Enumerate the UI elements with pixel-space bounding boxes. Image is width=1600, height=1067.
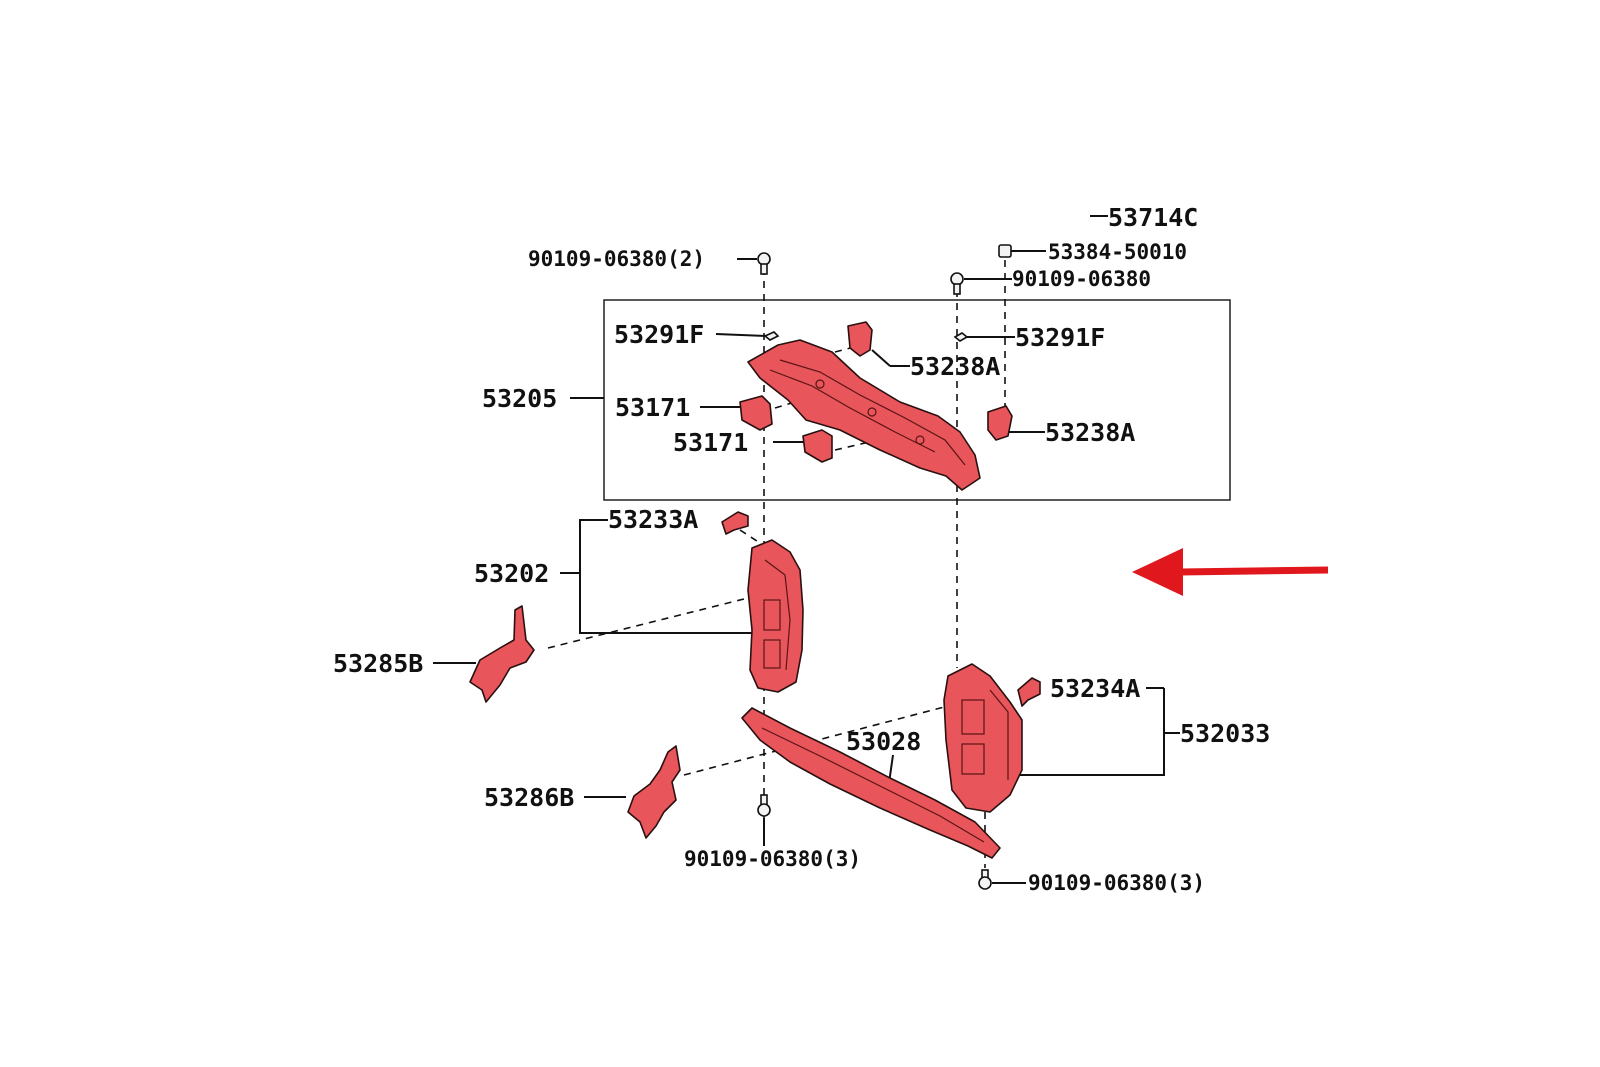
red-arrow-pointer [1132, 548, 1329, 596]
label-53285B: 53285B [333, 649, 423, 678]
leader-lines [433, 215, 1180, 884]
bolt-top-left [757, 252, 771, 275]
radiator-support-upper-tie-bar [747, 339, 981, 491]
label-90109-06380-top-right: 90109-06380 [1012, 267, 1151, 291]
label-90109-06380-bottom-left: 90109-06380(3) [684, 847, 861, 871]
label-90109-06380-top-left: 90109-06380(2) [528, 247, 705, 271]
radiator-support-side-left-53202 [747, 539, 804, 693]
label-53291F-left: 53291F [614, 320, 704, 349]
bolt-bottom-left [757, 794, 771, 817]
label-53233A: 53233A [608, 505, 698, 534]
bolt-bottom-right [978, 869, 992, 890]
clip-53291F-left [763, 331, 780, 341]
label-532033: 532033 [1180, 719, 1270, 748]
label-53234A: 53234A [1050, 674, 1140, 703]
bracket-53238A-upper [847, 321, 873, 357]
radiator-support-side-right-532033 [943, 663, 1023, 813]
label-53238A-upper: 53238A [910, 352, 1000, 381]
bracket-53286B [627, 745, 681, 839]
bracket-53234A [1017, 677, 1041, 707]
bolt-top-right [950, 272, 964, 295]
label-53291F-right: 53291F [1015, 323, 1105, 352]
label-53714C: 53714C [1108, 203, 1198, 232]
label-53286B: 53286B [484, 783, 574, 812]
label-53171-upper: 53171 [615, 393, 690, 422]
nut-53384-50010 [998, 244, 1012, 258]
bracket-53285B [469, 605, 535, 703]
label-53384-50010: 53384-50010 [1048, 240, 1187, 264]
bracket-53233A [721, 511, 749, 535]
bracket-53171-lower [802, 429, 833, 463]
bracket-53171-upper [739, 395, 773, 431]
label-53202: 53202 [474, 559, 549, 588]
clip-53291F-right [953, 332, 969, 342]
bracket-53238A-lower [987, 405, 1013, 441]
radiator-support-lower-tie-bar-53028 [741, 707, 1001, 859]
label-53238A-lower: 53238A [1045, 418, 1135, 447]
label-53028: 53028 [846, 727, 921, 756]
assembly-group-box [603, 299, 1231, 501]
label-53205: 53205 [482, 384, 557, 413]
label-53171-lower: 53171 [673, 428, 748, 457]
label-90109-06380-bottom-right: 90109-06380(3) [1028, 871, 1205, 895]
